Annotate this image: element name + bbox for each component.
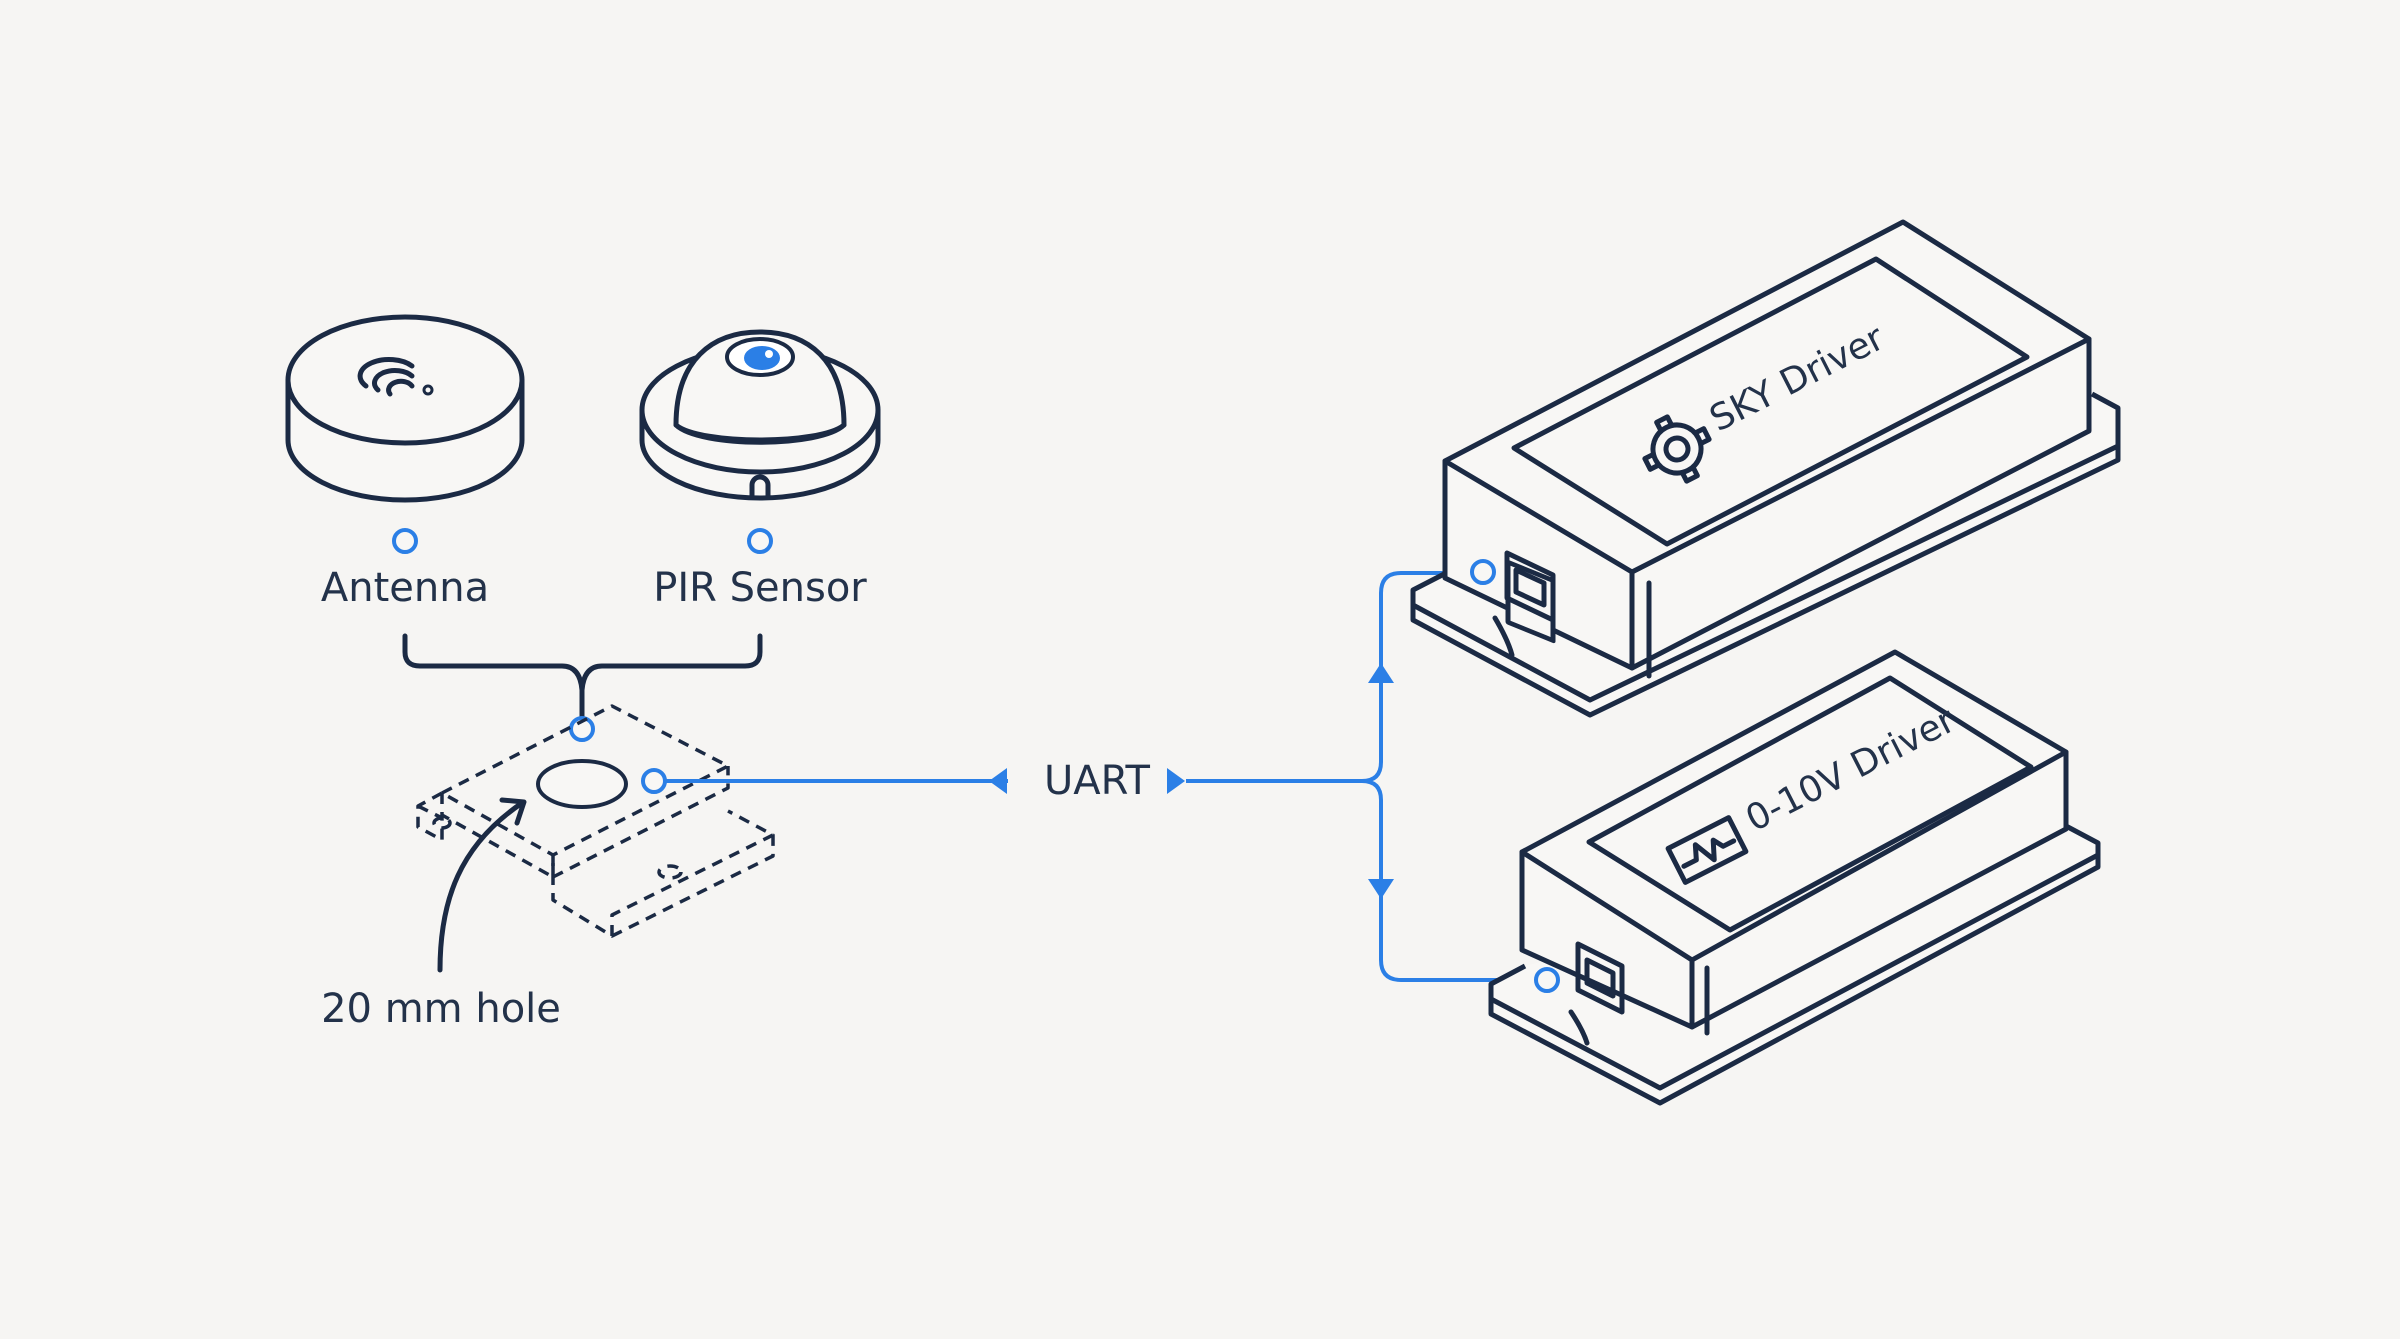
pir-label: PIR Sensor [653,565,867,611]
dimming-driver-device [1488,649,2101,1106]
gear-icon [1642,414,1712,484]
signal-wave-icon [1665,815,1749,885]
sky-port-icon [1504,550,1556,623]
antenna-device [285,314,525,503]
uart-arrow-up [1368,663,1394,683]
hole-pointer-arrow [437,800,525,973]
bracket-port[interactable] [569,716,595,742]
hole-label: 20 mm hole [321,986,561,1032]
uart-arrow-right [1167,768,1185,794]
sky-driver-port[interactable] [1470,559,1496,585]
uart-arrow-down [1368,879,1394,899]
pir-sensor-device [639,329,881,501]
antenna-label: Antenna [321,565,489,611]
antenna-port[interactable] [392,528,418,554]
bracket-output-port[interactable] [641,768,667,794]
uart-label: UART [1044,758,1151,804]
dimming-driver-port[interactable] [1534,967,1560,993]
sky-driver-device [1410,219,2121,718]
wifi-icon [357,356,434,397]
combine-bracket [402,633,763,693]
eye-lens-icon [725,337,795,377]
mounting-bracket [416,704,775,938]
dimming-port-icon [1575,941,1625,1015]
uart-arrow-left [989,768,1007,794]
pir-port[interactable] [747,528,773,554]
